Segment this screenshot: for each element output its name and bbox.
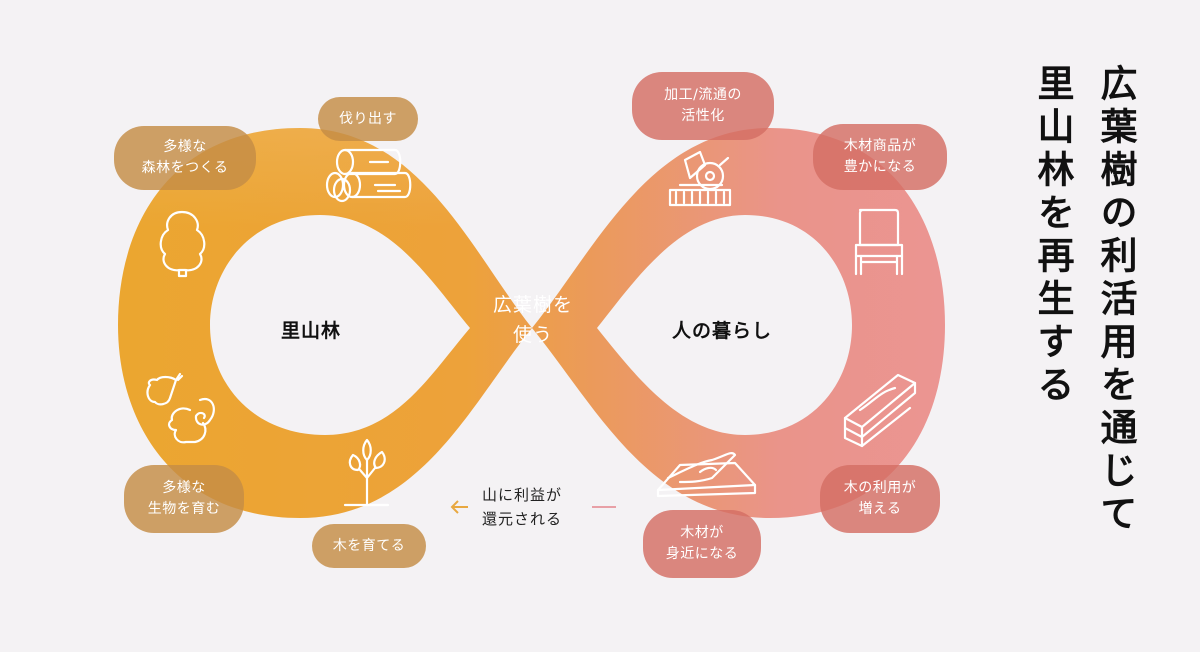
- hand-on-wood-icon: [656, 452, 757, 498]
- step-pill-wood-familiar: 木材が 身近になる: [643, 510, 761, 578]
- sapling-icon: [343, 438, 390, 507]
- loop-label-human-life: 人の暮らし: [672, 320, 773, 342]
- loop-label-satoyama: 里山林: [281, 320, 342, 342]
- return-note: 山に利益が 還元される: [482, 486, 563, 528]
- circular-saw-icon: [668, 150, 732, 207]
- step-pill-wood-use: 木の利用が 増える: [820, 465, 940, 533]
- step-pill-processing: 加工/流通の 活性化: [632, 72, 774, 140]
- step-pill-grow-trees: 木を育てる: [312, 524, 426, 568]
- squirrel-butterfly-icon: [146, 372, 215, 444]
- logs-icon: [325, 148, 412, 203]
- return-arrow-icon: [450, 500, 616, 514]
- step-pill-wood-products: 木材商品が 豊かになる: [813, 124, 947, 190]
- title-line-1: 広葉樹の利活用を通じて: [1094, 64, 1137, 537]
- center-label: 広葉樹を 使う: [492, 294, 573, 346]
- title-line-2: 里山林を再生する: [1031, 64, 1074, 408]
- lumber-planks-icon: [843, 373, 917, 448]
- tree-icon: [159, 210, 206, 278]
- chair-icon: [854, 208, 904, 276]
- step-pill-diverse-forest: 多様な 森林をつくる: [114, 126, 256, 190]
- step-pill-diverse-creatures: 多様な 生物を育む: [124, 465, 244, 533]
- step-pill-cut-out: 伐り出す: [318, 97, 418, 141]
